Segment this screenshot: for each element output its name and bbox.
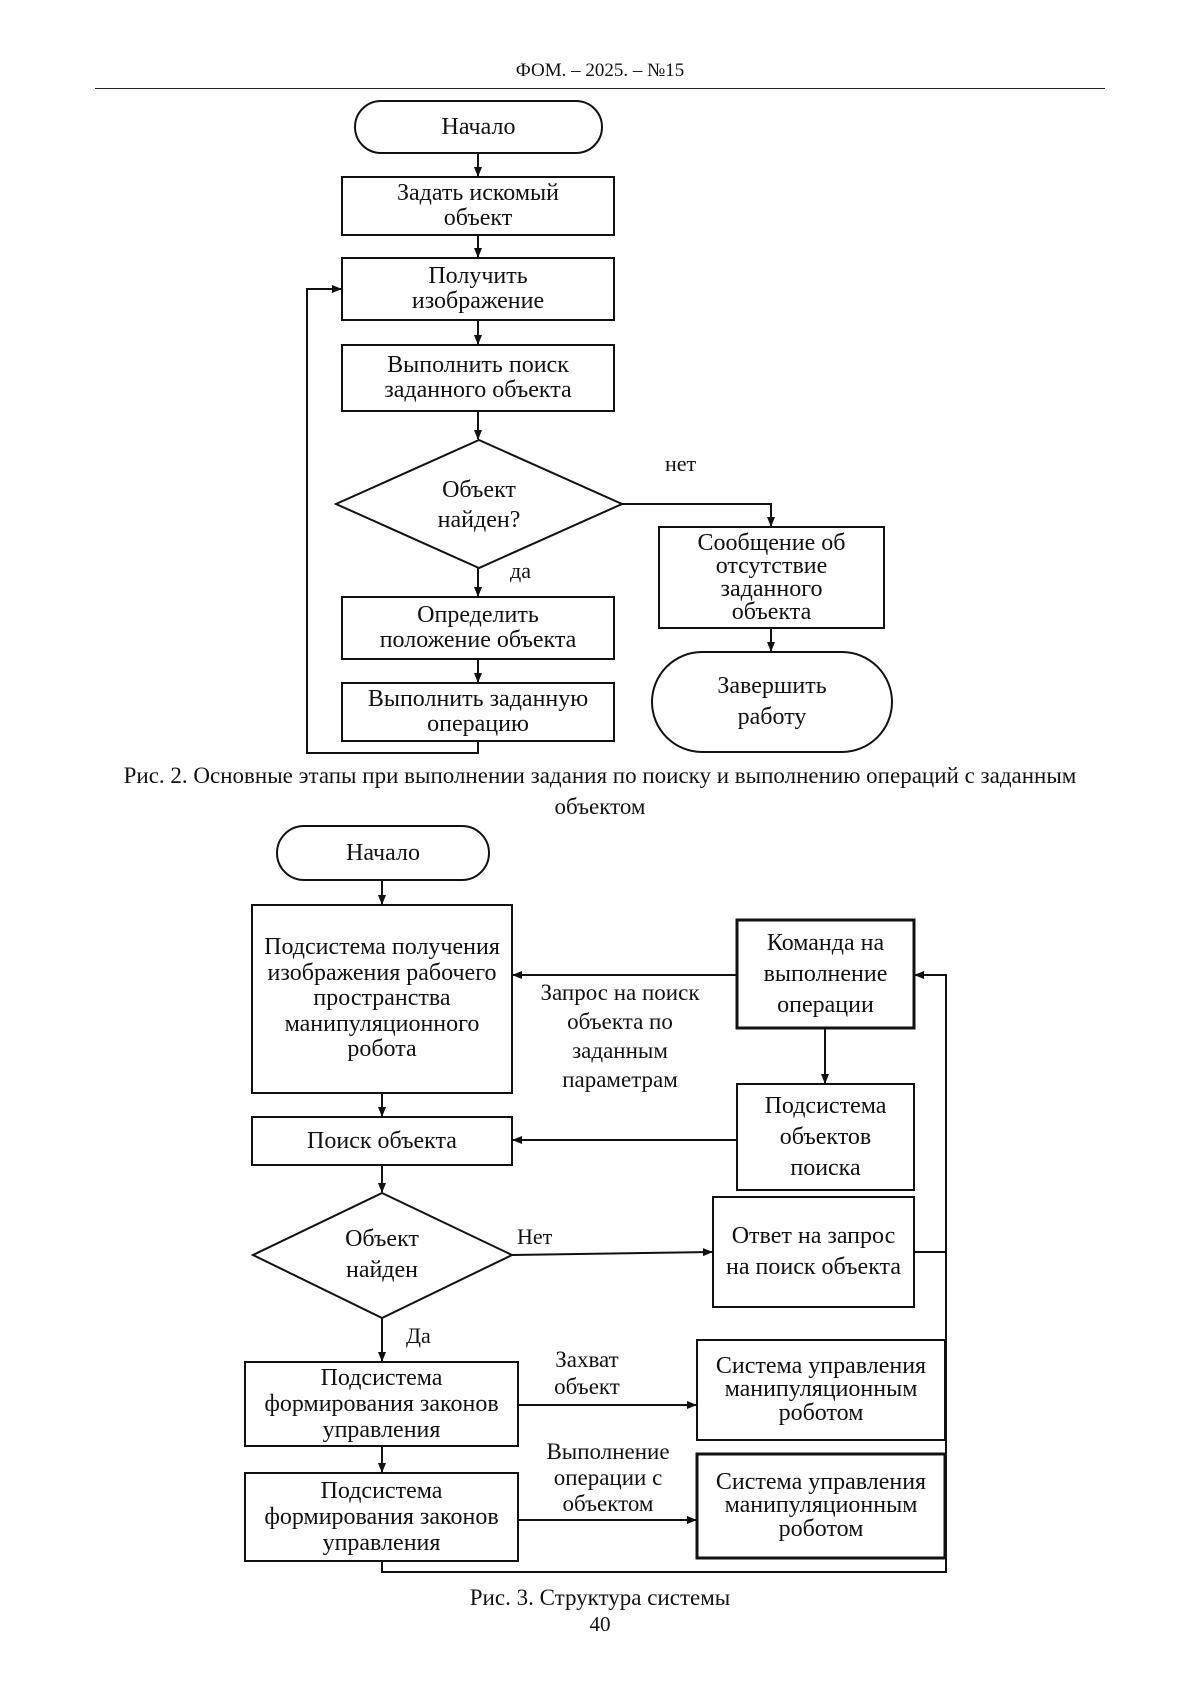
fig3-grab-label: Захват объект [532, 1346, 642, 1400]
fig2-operation-label: Выполнить заданную операцию [342, 683, 614, 741]
fig3-image-subsystem-label: Подсистема получения изображения рабочег… [252, 905, 512, 1093]
fig2-decision-label: Объект найден? [406, 474, 552, 536]
fig3-search-request-label: Запрос на поиск объекта по заданным пара… [540, 978, 700, 1094]
fig3-robot-control-1-label: Система управления манипуляционным робот… [697, 1340, 945, 1440]
fig2-yes-label: да [510, 558, 531, 584]
fig3-search-label: Поиск объекта [252, 1117, 512, 1165]
fig3-response-label: Ответ на запрос на поиск объекта [713, 1197, 914, 1307]
fig2-search-label: Выполнить поиск заданного объекта [342, 345, 614, 411]
fig2-caption: Рис. 2. Основные этапы при выполнении за… [0, 760, 1200, 822]
fig3-start-label: Начало [277, 826, 489, 880]
page-number: 40 [0, 1612, 1200, 1637]
fig3-command-label: Команда на выполнение операции [737, 920, 914, 1028]
fig3-control-laws-1-label: Подсистема формирования законов управлен… [245, 1362, 518, 1446]
fig3-decision-label: Объект найден [322, 1224, 442, 1286]
fig3-yes-label: Да [406, 1323, 431, 1349]
fig2-start-label: Начало [355, 101, 602, 153]
fig3-control-laws-2-label: Подсистема формирования законов управлен… [245, 1473, 518, 1561]
fig3-robot-control-2-label: Система управления манипуляционным робот… [697, 1454, 945, 1558]
fig3-operation-label: Выполнение операции с объектом [528, 1439, 688, 1517]
fig2-get-image-label: Получить изображение [342, 258, 614, 320]
fig3-no-label: Нет [517, 1224, 552, 1250]
fig2-message-label: Сообщение об отсутствие заданного объект… [659, 527, 884, 628]
fig2-locate-label: Определить положение объекта [342, 597, 614, 659]
fig2-finish-label: Завершить работу [652, 652, 892, 752]
fig2-set-object-label: Задать искомый объект [342, 177, 614, 235]
fig3-caption: Рис. 3. Структура системы [0, 1582, 1200, 1613]
fig2-no-label: нет [665, 451, 696, 477]
fig3-search-objects-label: Подсистема объектов поиска [737, 1084, 914, 1190]
